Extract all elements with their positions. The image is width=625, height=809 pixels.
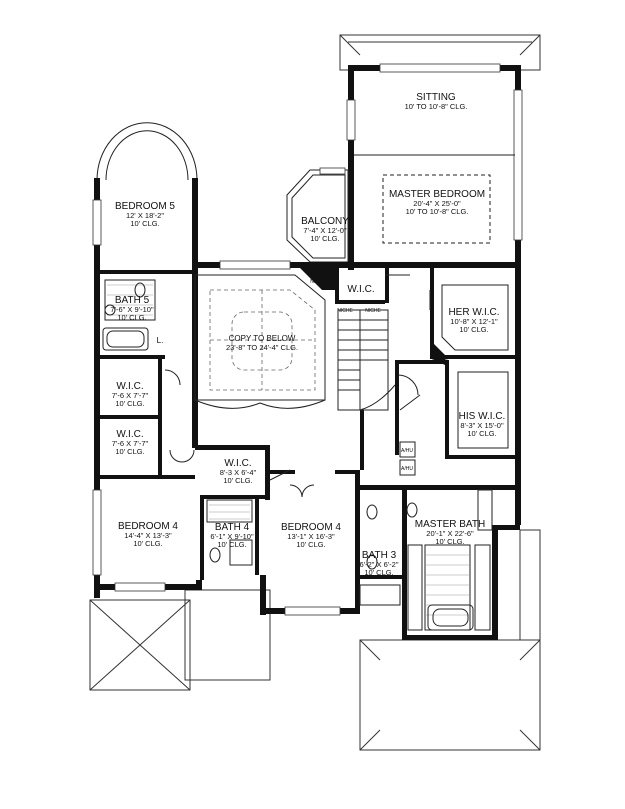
room-clg: 10' CLG.: [117, 313, 146, 322]
room-wic-b: W.I.C. 7'-6 X 7'-7" 10' CLG.: [112, 429, 149, 456]
bath3-fixtures: [359, 504, 401, 606]
room-his-wic: HIS W.I.C. 8'-3" X 15'-0" 10' CLG.: [459, 411, 506, 438]
niche-label-c: NICHE: [365, 308, 381, 314]
room-dims: 12' X 18'-2": [126, 211, 164, 220]
room-name: BEDROOM 4: [281, 522, 341, 533]
niche-label-b: NICHE: [337, 308, 353, 314]
room-dims: 8'-3" X 15'-0": [460, 421, 504, 430]
room-clg: 10' CLG.: [217, 540, 246, 549]
room-dims: 10'-8" X 12'-1": [450, 317, 498, 326]
room-copy-to-below: COPY TO BELOW 23'-8" TO 24'-4" CLG.: [226, 334, 298, 352]
room-name: BATH 5: [115, 295, 150, 306]
room-dims: 10' TO 10'-8" CLG.: [405, 102, 468, 111]
master-wing-walls: [346, 63, 523, 525]
room-dims: 6'-1" X 9'-10": [210, 532, 254, 541]
staircase: [337, 309, 396, 411]
room-clg: 10' CLG.: [130, 219, 159, 228]
room-bath5: BATH 5 7'-6" X 9'-10" 10' CLG.: [110, 295, 154, 322]
room-sitting: SITTING 10' TO 10'-8" CLG.: [405, 92, 468, 111]
room-name: W.I.C.: [116, 429, 143, 440]
room-dims: 7'-4" X 12'-0": [303, 226, 347, 235]
room-clg: 10' CLG.: [133, 539, 162, 548]
his-wic-inner: [457, 371, 509, 449]
room-dims: 20'-4" X 25'-0": [413, 199, 461, 208]
room-name: W.I.C.: [116, 381, 143, 392]
room-clg: 10' CLG.: [467, 429, 496, 438]
room-name: SITTING: [416, 92, 456, 103]
room-bath3: BATH 3 6'-2" X 6'-2" 10' CLG.: [359, 550, 398, 577]
niche-label-a: NICHE: [310, 279, 326, 285]
room-clg: 10' CLG.: [223, 476, 252, 485]
room-name: BEDROOM 4: [118, 521, 178, 532]
room-dims: 8'-3 X 6'-4": [220, 468, 257, 477]
open-to-below: [194, 274, 326, 409]
room-dims: 23'-8" TO 24'-4" CLG.: [226, 343, 298, 352]
interior-walls: [98, 260, 520, 640]
niche-wall-b: [430, 340, 445, 365]
room-name: W.I.C.: [224, 458, 251, 469]
room-clg: 10' CLG.: [115, 399, 144, 408]
ahu-units: [399, 441, 416, 476]
linen-label: L.: [157, 336, 164, 345]
roof-outline-bottom-left: [89, 589, 271, 691]
room-name: BALCONY: [301, 216, 349, 227]
room-bedroom5: BEDROOM 5 12' X 18'-2" 10' CLG.: [115, 201, 175, 228]
room-name: W.I.C.: [347, 284, 374, 295]
bath5-fixtures: [102, 279, 156, 351]
room-dims: 13'-1" X 16'-3": [287, 532, 335, 541]
room-dims: 7'-6 X 7'-7": [112, 439, 149, 448]
niche-wall: [300, 268, 335, 290]
master-bath-fixtures: [406, 489, 493, 631]
bath4-fixtures: [206, 499, 253, 566]
room-her-wic: HER W.I.C. 10'-8" X 12'-1" 10' CLG.: [448, 307, 499, 334]
ahu-label-b: A/HU: [401, 466, 413, 472]
room-name: MASTER BATH: [415, 519, 485, 530]
master-bed-dashed: [382, 174, 491, 244]
room-dims: 7'-6" X 9'-10": [110, 305, 154, 314]
room-dims: 6'-2" X 6'-2": [359, 560, 398, 569]
room-clg: 10' CLG.: [296, 540, 325, 549]
room-name: COPY TO BELOW: [229, 334, 296, 343]
room-master-bath: MASTER BATH 20'-1" X 22'-6" 10' CLG.: [415, 519, 485, 546]
room-name: HIS W.I.C.: [459, 411, 506, 422]
room-name: HER W.I.C.: [448, 307, 499, 318]
room-clg: 10' TO 10'-8" CLG.: [406, 207, 469, 216]
ahu-label-a: A/HU: [401, 448, 413, 454]
niche-label-d: NICHE: [432, 356, 448, 362]
room-balcony: BALCONY 7'-4" X 12'-0" 10' CLG.: [301, 216, 349, 243]
room-dims: 20'-1" X 22'-6": [426, 529, 474, 538]
roof-outline-top: [339, 34, 541, 71]
room-clg: 10' CLG.: [364, 568, 393, 577]
balcony-outline: [286, 167, 349, 263]
room-wic-c: W.I.C. 8'-3 X 6'-4" 10' CLG.: [220, 458, 257, 485]
room-wic-top: W.I.C.: [347, 284, 374, 295]
room-name: MASTER BEDROOM: [389, 189, 485, 200]
room-clg: 10' CLG.: [435, 537, 464, 546]
room-bedroom4-right: BEDROOM 4 13'-1" X 16'-3" 10' CLG.: [281, 522, 341, 549]
room-name: BATH 4: [215, 522, 250, 533]
door-swings: [164, 274, 431, 498]
room-name: BATH 3: [362, 550, 397, 561]
her-wic-inner: [441, 284, 509, 351]
room-clg: 10' CLG.: [310, 234, 339, 243]
room-dims: 7'-6 X 7'-7": [112, 391, 149, 400]
room-dims: 14'-4" X 13'-3": [124, 531, 172, 540]
room-master-bedroom: MASTER BEDROOM 20'-4" X 25'-0" 10' TO 10…: [389, 189, 485, 216]
room-bedroom4-left: BEDROOM 4 14'-4" X 13'-3" 10' CLG.: [118, 521, 178, 548]
room-clg: 10' CLG.: [115, 447, 144, 456]
room-bath4: BATH 4 6'-1" X 9'-10" 10' CLG.: [210, 522, 254, 549]
room-wic-a: W.I.C. 7'-6 X 7'-7" 10' CLG.: [112, 381, 149, 408]
room-name: BEDROOM 5: [115, 201, 175, 212]
room-clg: 10' CLG.: [459, 325, 488, 334]
